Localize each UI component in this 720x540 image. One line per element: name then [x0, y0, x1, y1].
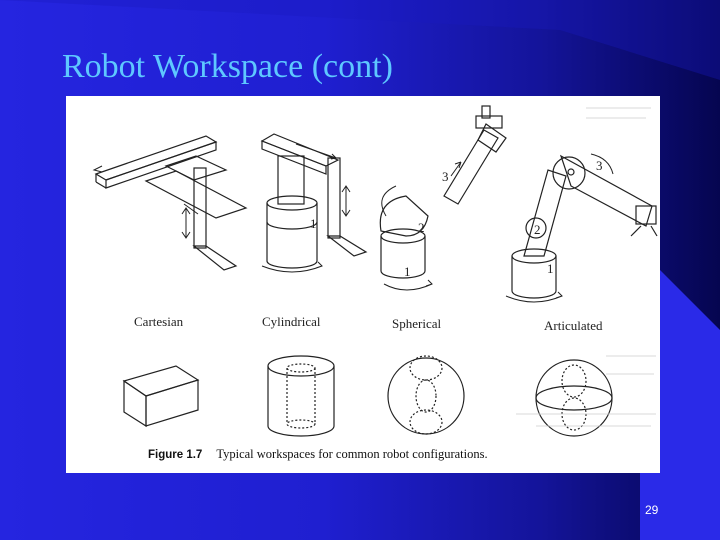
joint-number-cylindrical-1: 1 — [310, 216, 317, 231]
articulated-workspace-sphere — [535, 359, 613, 437]
figure-caption: Figure 1.7 Typical workspaces for common … — [148, 447, 488, 462]
caption-text: Typical workspaces for common robot conf… — [216, 447, 488, 461]
articulated-robot-drawing — [505, 153, 658, 303]
robot-drawings — [92, 105, 658, 437]
joint-number-spherical-2: 2 — [418, 220, 425, 235]
spherical-workspace-sphere — [387, 355, 465, 435]
slide-title: Robot Workspace (cont) — [62, 48, 393, 85]
cartesian-robot-drawing — [92, 135, 248, 271]
scan-bleed-lines — [516, 107, 656, 427]
label-spherical: Spherical — [392, 316, 442, 331]
robot-figure: 1 1 2 3 1 2 3 Cartesian Cylindrical Sphe… — [66, 96, 660, 473]
joint-number-articulated-1: 1 — [547, 261, 554, 276]
joint-number-spherical-3: 3 — [442, 169, 449, 184]
cylindrical-workspace-cylinder — [267, 355, 335, 437]
caption-number: Figure 1.7 — [148, 449, 203, 461]
label-cylindrical: Cylindrical — [262, 314, 321, 329]
label-cartesian: Cartesian — [134, 314, 184, 329]
spherical-robot-drawing — [379, 105, 507, 291]
page-number: 29 — [645, 503, 659, 517]
joint-number-spherical-1: 1 — [404, 264, 411, 279]
joint-number-articulated-3: 3 — [596, 158, 603, 173]
label-articulated: Articulated — [544, 318, 603, 333]
cartesian-workspace-box — [122, 365, 200, 428]
joint-number-articulated-2: 2 — [534, 222, 541, 237]
cylindrical-robot-drawing — [260, 133, 368, 273]
